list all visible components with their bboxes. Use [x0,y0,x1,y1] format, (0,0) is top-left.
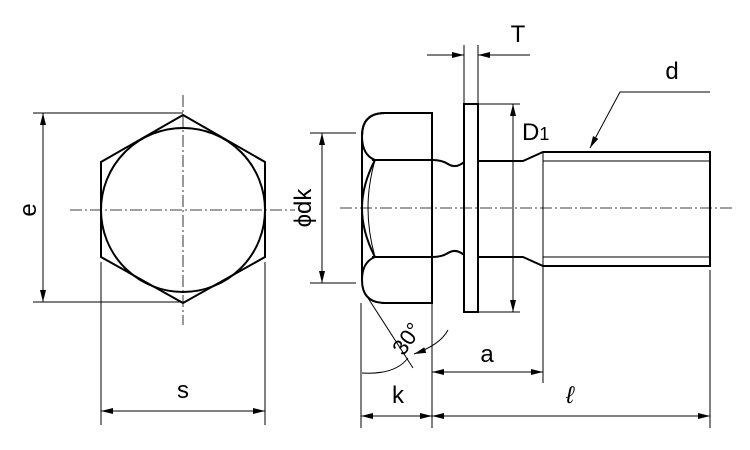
bolt-side-view [340,103,735,383]
label-phi-dk: ϕdk [290,188,317,228]
dimension-d-leader: d [589,58,710,149]
dimension-s: s [100,262,266,425]
dimension-phi-dk: ϕdk [290,132,356,284]
label-length: ℓ [565,382,575,409]
label-D1: D1 [522,119,549,146]
dimension-angle-30: 30° [361,297,449,374]
dimension-a: a [432,341,543,375]
dimension-e: e [15,112,183,303]
label-a: a [480,341,494,368]
dimension-T: T [427,21,530,104]
label-k: k [392,382,405,409]
label-angle: 30° [387,318,427,360]
dimension-D1: D1 [478,103,549,313]
label-T: T [511,21,526,48]
label-d: d [665,58,678,85]
dimension-k: k [360,303,433,428]
bolt-shank [478,151,711,267]
dimension-length: ℓ [432,270,711,428]
label-s: s [177,377,189,404]
label-e: e [15,203,42,216]
hex-end-view [70,95,295,325]
